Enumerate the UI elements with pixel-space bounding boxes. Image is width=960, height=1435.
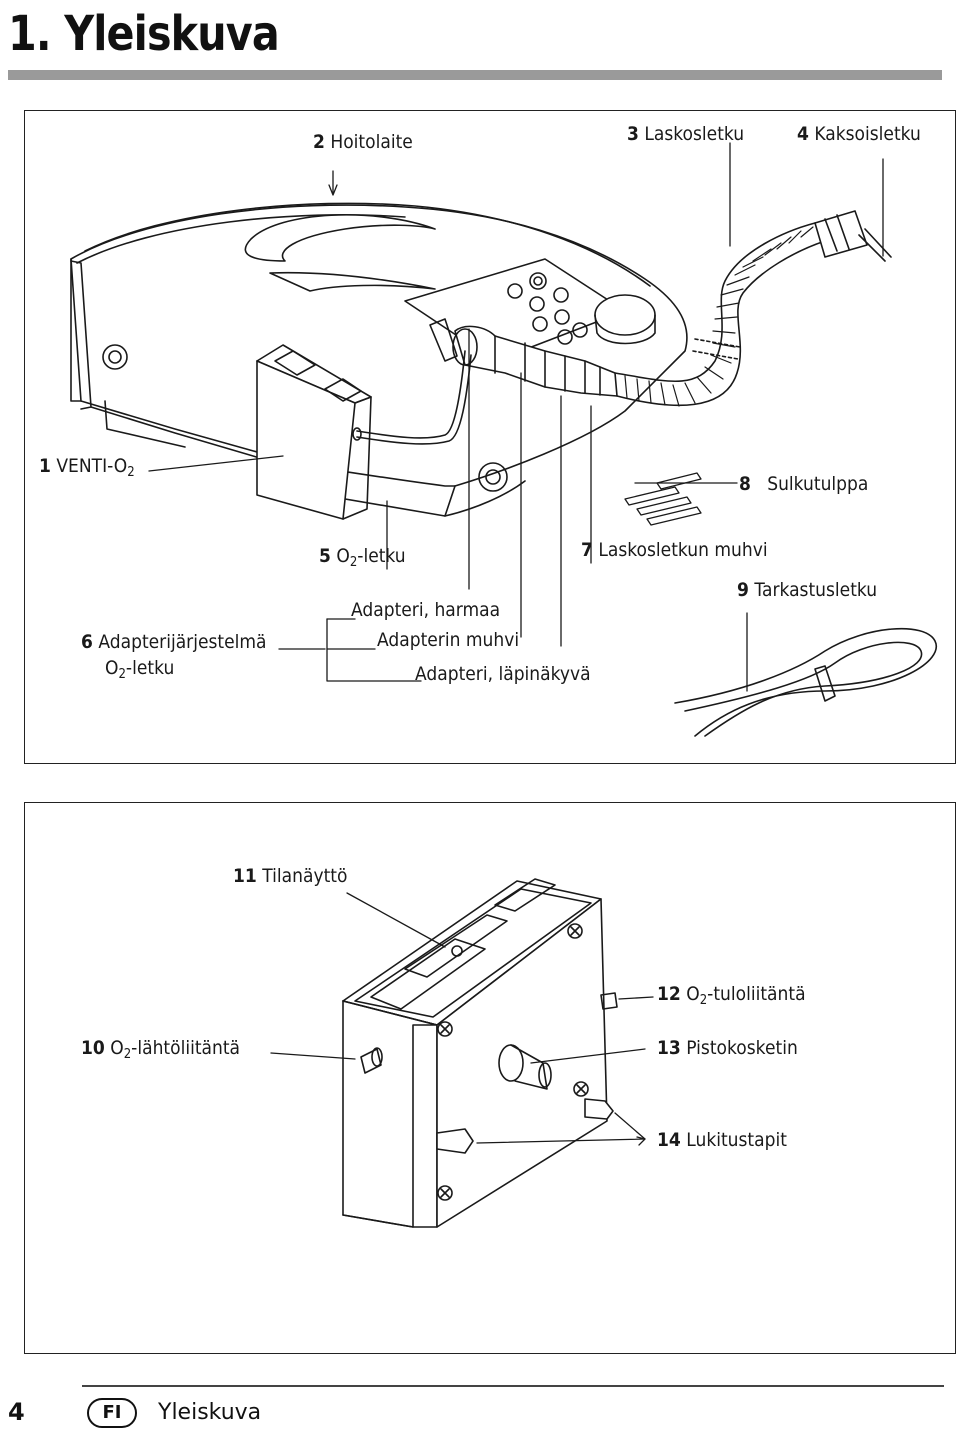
label-tilanaytto: 11 Tilanäyttö [233, 865, 348, 887]
label-tarkastusletku: 9 Tarkastusletku [737, 579, 878, 601]
footer-section-title: Yleiskuva [158, 1400, 262, 1425]
language-badge: FI [87, 1398, 137, 1428]
label-pistokosketin: 13 Pistokosketin [657, 1037, 798, 1059]
label-o2-lahtoliitanta: 10 O2-lähtöliitäntä [81, 1037, 241, 1062]
label-o2-letku: 5 O2-letku [319, 545, 406, 570]
title-rule [8, 70, 942, 80]
label-o2-tuloliitanta: 12 O2-tuloliitäntä [657, 983, 806, 1008]
page-number: 4 [8, 1398, 25, 1426]
label-lukitustapit: 14 Lukitustapit [657, 1129, 787, 1151]
section-number: 1. [8, 6, 52, 62]
venti-o2-module-illustration [270, 878, 654, 1228]
label-adapterin-muhvi: Adapterin muhvi [377, 629, 520, 651]
section-title: Yleiskuva [64, 6, 279, 62]
page-title: 1. Yleiskuva [8, 6, 280, 62]
label-adapterijarjestelma-o2-letku: O2-letku [105, 657, 175, 682]
label-laskosletkun-muhvi: 7 Laskosletkun muhvi [581, 539, 768, 561]
label-laskosletku: 3 Laskosletku [627, 123, 745, 145]
label-adapterijarjestelma: 6 Adapterijärjestelmä [81, 631, 267, 653]
label-hoitolaite: 2 Hoitolaite [313, 131, 413, 153]
footer-rule [82, 1385, 944, 1387]
label-sulkutulppa: 8 Sulkutulppa [739, 473, 869, 495]
overview-figure-panel: 2 Hoitolaite 3 Laskosletku 4 Kaksoisletk… [24, 110, 956, 764]
label-adapteri-lapinakyva: Adapteri, läpinäkyvä [415, 663, 591, 685]
label-venti-o2: 1 VENTI-O2 [39, 455, 135, 480]
venti-o2-figure-panel: 11 Tilanäyttö 12 O2-tuloliitäntä 10 O2-l… [24, 802, 956, 1354]
label-adapteri-harmaa: Adapteri, harmaa [351, 599, 501, 621]
label-kaksoisletku: 4 Kaksoisletku [797, 123, 921, 145]
therapy-device-illustration [70, 142, 938, 737]
